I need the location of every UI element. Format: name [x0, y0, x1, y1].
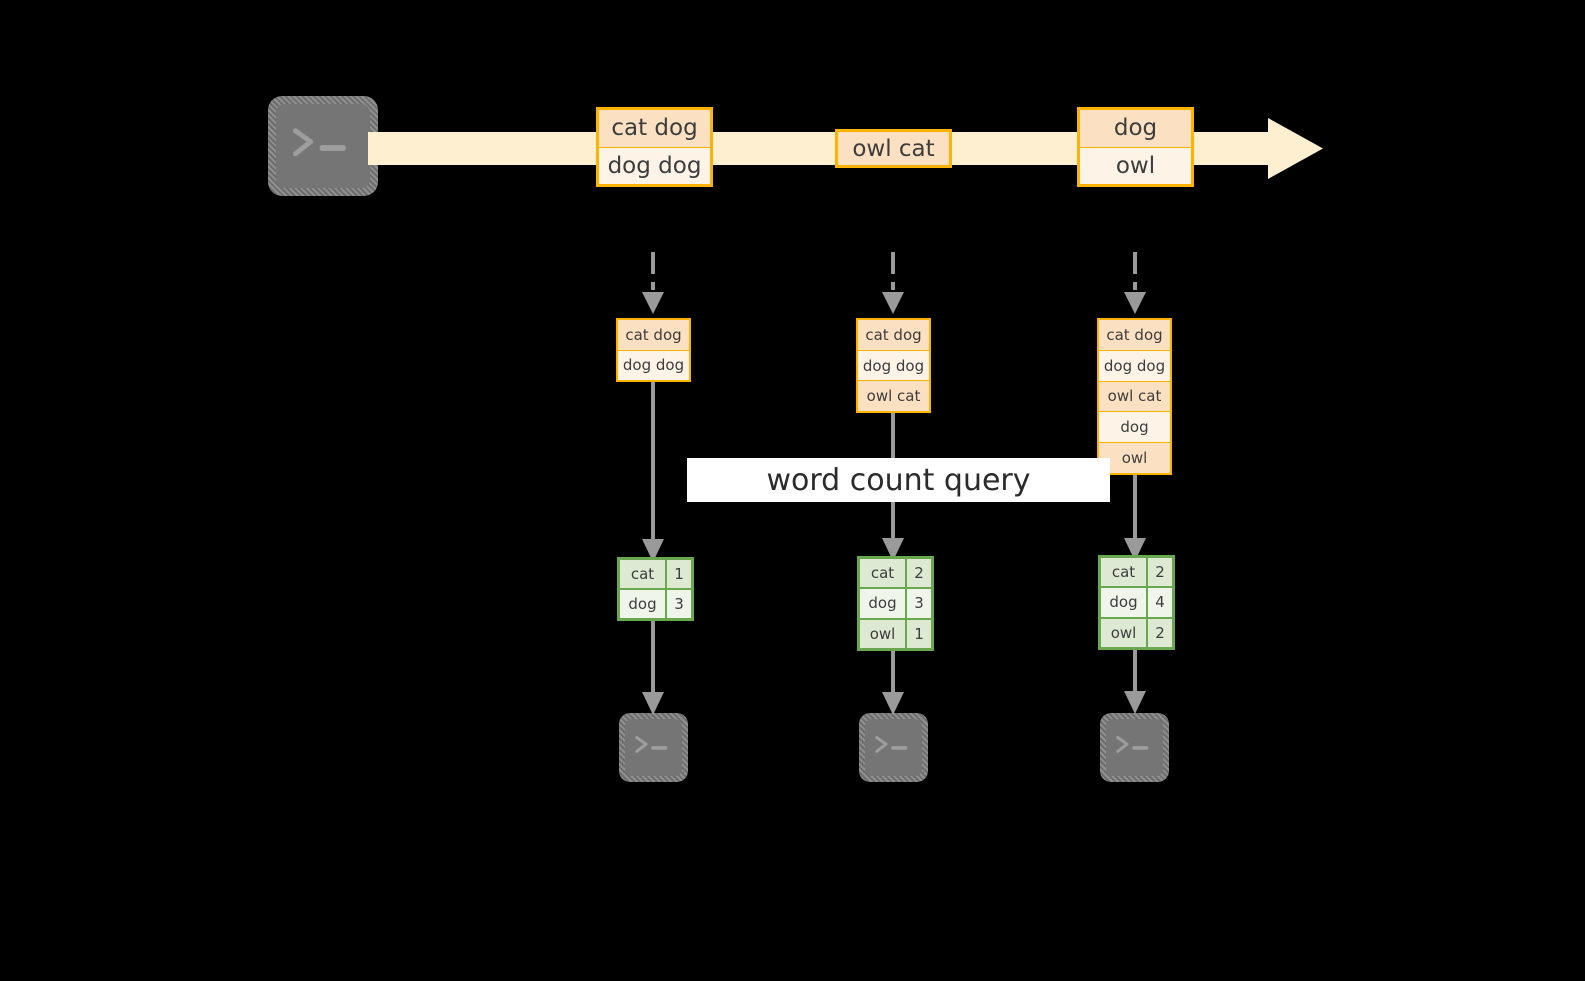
snapshot-1-input-table: cat dog dog dog	[616, 318, 691, 382]
result-row: cat 1	[620, 560, 691, 588]
snapshot-2-sink-terminal-icon	[859, 713, 928, 782]
result-word: owl	[860, 619, 907, 648]
stream-event-group-3: dog owl	[1077, 107, 1194, 187]
result-count: 3	[667, 590, 691, 618]
result-count: 1	[907, 619, 931, 648]
stream-record: cat dog	[599, 110, 710, 147]
input-row: dog dog	[1099, 349, 1170, 381]
query-connector-3	[1120, 475, 1150, 563]
query-connector-1	[638, 382, 668, 564]
input-row: dog dog	[858, 349, 929, 381]
query-label: word count query	[687, 458, 1110, 502]
stream-record: dog dog	[599, 146, 710, 184]
prompt-glyph	[634, 730, 674, 760]
input-row: cat dog	[1099, 320, 1170, 350]
result-count: 4	[1148, 588, 1172, 617]
input-row: cat dog	[618, 320, 689, 350]
result-word: dog	[860, 589, 907, 618]
source-terminal-icon	[268, 96, 378, 196]
terminal-screen	[865, 719, 922, 776]
result-row: dog 3	[620, 588, 691, 618]
result-row: cat 2	[1101, 558, 1172, 587]
sink-connector-1	[638, 621, 668, 717]
result-row: owl 2	[1101, 616, 1172, 647]
result-row: cat 2	[860, 559, 931, 588]
terminal-screen	[276, 104, 370, 188]
sink-connector-3	[1120, 650, 1150, 716]
stream-record: dog	[1080, 110, 1191, 147]
snapshot-1-result-table: cat 1 dog 3	[617, 557, 694, 621]
result-word: cat	[1101, 558, 1148, 587]
result-row: owl 1	[860, 617, 931, 648]
snapshot-2-input-table: cat dog dog dog owl cat	[856, 318, 931, 413]
result-row: dog 4	[1101, 586, 1172, 617]
input-row: owl	[1099, 442, 1170, 473]
input-row: dog	[1099, 411, 1170, 443]
result-word: owl	[1101, 618, 1148, 647]
input-row: cat dog	[858, 320, 929, 350]
sink-connector-2	[878, 651, 908, 717]
snapshot-3-result-table: cat 2 dog 4 owl 2	[1098, 555, 1175, 650]
stream-event-group-2: owl cat	[835, 129, 952, 168]
result-count: 2	[1148, 618, 1172, 647]
result-count: 3	[907, 589, 931, 618]
stream-tap-connector-2	[878, 252, 908, 318]
result-word: dog	[620, 590, 667, 618]
terminal-screen	[625, 719, 682, 776]
prompt-glyph	[874, 730, 914, 760]
result-word: cat	[860, 559, 907, 588]
stream-tap-connector-1	[638, 252, 668, 318]
snapshot-2-result-table: cat 2 dog 3 owl 1	[857, 556, 934, 651]
result-count: 2	[1148, 558, 1172, 587]
snapshot-3-input-table: cat dog dog dog owl cat dog owl	[1097, 318, 1172, 475]
stream-tap-connector-3	[1120, 252, 1150, 318]
stream-event-group-1: cat dog dog dog	[596, 107, 713, 187]
prompt-glyph	[291, 121, 357, 165]
snapshot-3-sink-terminal-icon	[1100, 713, 1169, 782]
result-row: dog 3	[860, 587, 931, 618]
result-count: 1	[667, 560, 691, 588]
input-row: dog dog	[618, 349, 689, 380]
prompt-glyph	[1115, 730, 1155, 760]
input-row: owl cat	[858, 380, 929, 412]
result-word: cat	[620, 560, 667, 588]
snapshot-1-sink-terminal-icon	[619, 713, 688, 782]
result-count: 2	[907, 559, 931, 588]
stream-record: owl cat	[838, 132, 949, 165]
result-word: dog	[1101, 588, 1148, 617]
input-row: owl cat	[1099, 380, 1170, 412]
terminal-screen	[1106, 719, 1163, 776]
stream-record: owl	[1080, 146, 1191, 184]
